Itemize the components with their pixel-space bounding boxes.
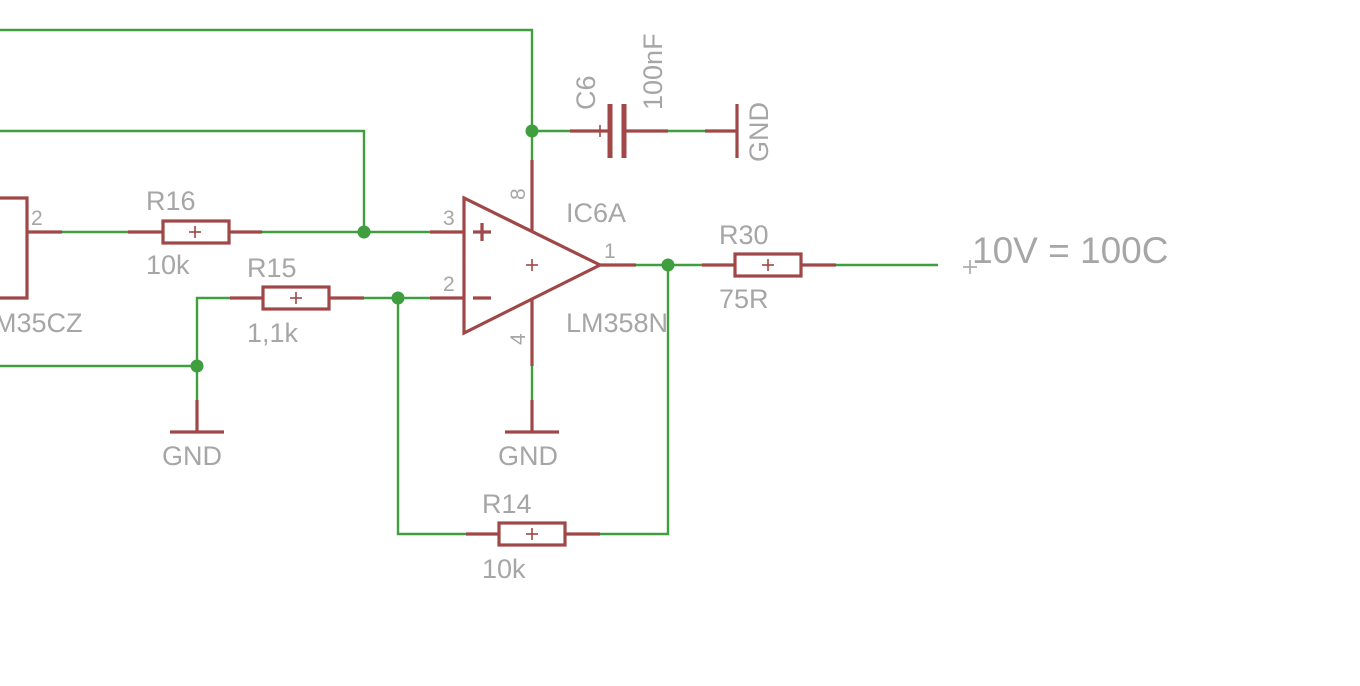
opamp-pin8-label: 8	[507, 188, 530, 200]
r30-value-label: 75R	[719, 284, 769, 314]
r15-value-label: 1,1k	[247, 318, 299, 348]
wires	[0, 28, 938, 536]
gnd-label-ic: GND	[498, 441, 558, 471]
opamp-name-label: IC6A	[566, 198, 626, 228]
gnd-symbol-left[interactable]	[170, 400, 224, 434]
resistor-r14[interactable]	[466, 521, 600, 547]
opamp-pin2-label: 2	[443, 273, 455, 296]
r14-value-label: 10k	[482, 554, 526, 584]
junction-gnd-left	[190, 359, 204, 373]
opamp-value-label: LM358N	[566, 308, 668, 338]
wire-feedback-left[interactable]	[396, 298, 466, 536]
output-note-cross	[963, 260, 977, 274]
wire-feed-top[interactable]	[0, 129, 366, 232]
junction-vcc	[525, 124, 539, 138]
c6-value-label: 100nF	[638, 33, 668, 110]
opamp-pin3-label: 3	[443, 207, 455, 230]
sensor-pin-label: 2	[31, 207, 43, 230]
r16-name-label: R16	[146, 186, 196, 216]
capacitor-c6[interactable]	[570, 104, 668, 158]
sensor-body	[0, 196, 29, 300]
output-note-label: 10V = 100C	[972, 230, 1168, 271]
resistor-r16[interactable]	[128, 219, 262, 245]
c6-name-label: C6	[571, 75, 601, 110]
junction-pin2	[391, 291, 405, 305]
r16-value-label: 10k	[146, 250, 190, 280]
opamp-triangle	[462, 195, 604, 336]
resistor-r15[interactable]	[230, 285, 364, 311]
sensor-value-label: M35CZ	[0, 308, 83, 338]
gnd-symbol-ic[interactable]	[505, 400, 559, 434]
junctions	[190, 124, 675, 373]
junction-output	[661, 258, 675, 272]
gnd-label-c6: GND	[744, 102, 774, 162]
junction-pin3	[357, 225, 371, 239]
opamp-pin4-label: 4	[507, 333, 530, 345]
sensor-symbol[interactable]	[0, 196, 62, 300]
gnd-label-left: GND	[162, 441, 222, 471]
wire-vcc-top[interactable]	[0, 28, 570, 133]
r14-name-label: R14	[482, 489, 532, 519]
r15-name-label: R15	[247, 253, 297, 283]
wire-feedback-right[interactable]	[600, 265, 670, 536]
gnd-symbol-c6[interactable]	[705, 104, 739, 158]
opamp-ic6a[interactable]	[430, 160, 636, 366]
wire-r15-to-gnd[interactable]	[195, 296, 230, 400]
r30-name-label: R30	[719, 220, 769, 250]
opamp-pin1-label: 1	[604, 240, 616, 263]
resistor-r30[interactable]	[702, 252, 836, 278]
